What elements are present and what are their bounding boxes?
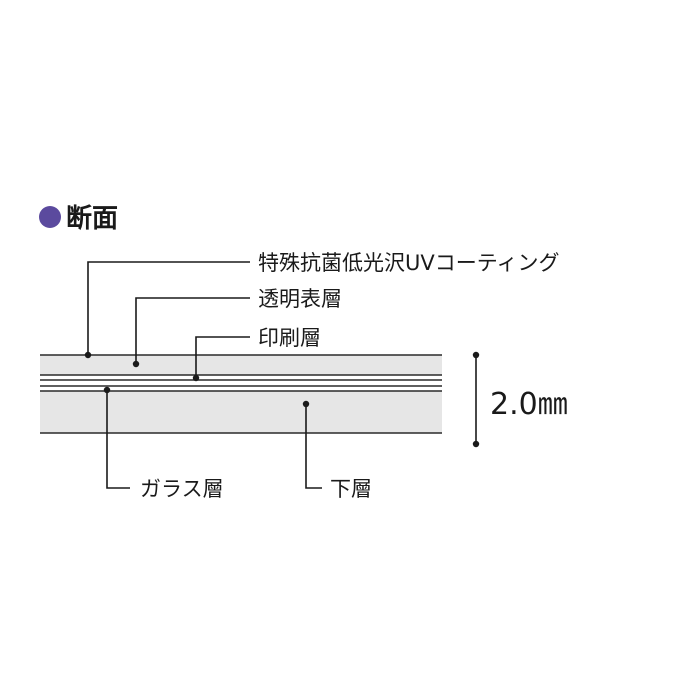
base-layer-leader [305, 404, 322, 489]
base-layer-label: 下層 [330, 477, 372, 501]
coating-dot [84, 351, 92, 359]
clear-layer-label: 透明表層 [258, 287, 342, 311]
section-bullet-icon [39, 206, 61, 228]
thickness-top-dot [472, 351, 480, 359]
print-layer-dot [192, 374, 200, 382]
clear-layer-dot [132, 360, 140, 368]
print-layer-label: 印刷層 [258, 326, 321, 350]
glass-layer-label: ガラス層 [140, 477, 224, 501]
upper-layer-band [40, 355, 442, 375]
base-layer-band [40, 391, 442, 433]
print-layer-leader [195, 336, 250, 378]
glass-layer-leader [106, 390, 130, 489]
thickness-label: 2.0㎜ [490, 387, 568, 422]
base-layer-dot [302, 400, 310, 408]
section-title: 断面 [66, 203, 118, 234]
coating-leader [87, 261, 250, 355]
thickness-bottom-dot [472, 440, 480, 448]
clear-layer-leader [135, 297, 250, 364]
coating-label: 特殊抗菌低光沢UVコーティング [258, 251, 559, 275]
glass-layer-dot [103, 386, 111, 394]
